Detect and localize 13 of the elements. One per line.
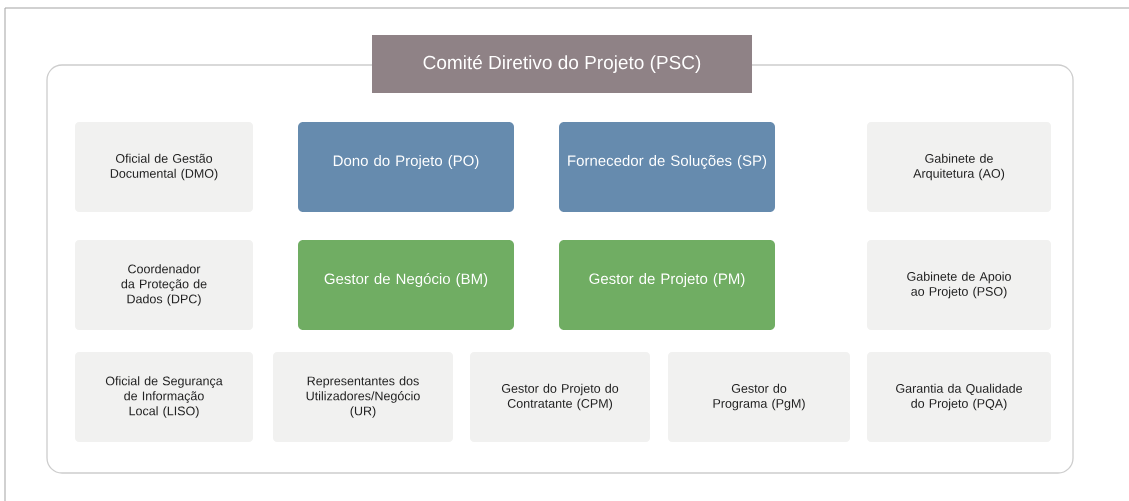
role-box: Gabinete de Arquitetura (AO) <box>867 122 1051 212</box>
role-box: Gestor do Projeto do Contratante (CPM) <box>470 352 650 442</box>
role-box: Garantia da Qualidade do Projeto (PQA) <box>867 352 1051 442</box>
role-box: Fornecedor de Soluções (SP) <box>559 122 775 212</box>
role-box: Oficial de Gestão Documental (DMO) <box>75 122 253 212</box>
role-box: Oficial de Segurança de Informação Local (LISO) <box>75 352 253 442</box>
role-box: Gabinete de Apoio ao Projeto (PSO) <box>867 240 1051 330</box>
role-box: Gestor do Programa (PgM) <box>668 352 850 442</box>
role-box: Gestor de Negócio (BM) <box>298 240 514 330</box>
role-box: Representantes dos Utilizadores/Negócio (UR) <box>273 352 453 442</box>
role-box: Gestor de Projeto (PM) <box>559 240 775 330</box>
role-box: Dono do Projeto (PO) <box>298 122 514 212</box>
role-box: Coordenador da Proteção de Dados (DPC) <box>75 240 253 330</box>
